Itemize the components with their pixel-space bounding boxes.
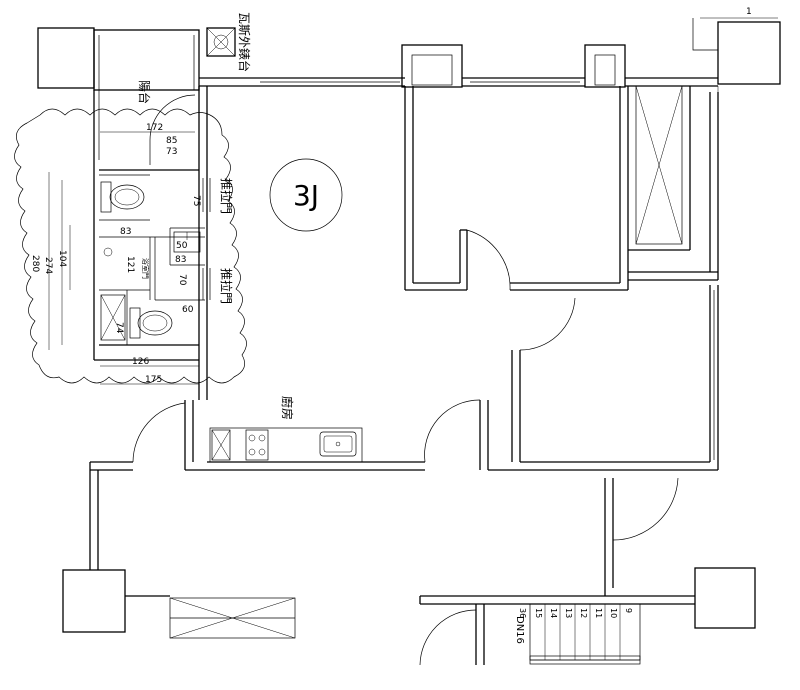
bath-door-label: 浴室門	[141, 258, 150, 279]
kitchen-counter	[209, 427, 363, 463]
stair-number: 12	[579, 608, 588, 618]
dimension-label: 60	[182, 305, 194, 315]
dimension-label: 121	[125, 256, 135, 273]
kitchen-label: 廚房	[280, 396, 295, 420]
wardrobe	[635, 85, 683, 245]
dimension-label: 172	[146, 123, 163, 133]
dimension-label: 274	[43, 257, 53, 274]
stair-number: 13	[564, 608, 573, 618]
stairs: DN16 36 15 14 13 12 11 10 9	[514, 603, 641, 665]
dimension-label: 83	[175, 255, 186, 265]
dimension-label: 75	[191, 195, 201, 206]
stair-number: 9	[624, 608, 633, 613]
dimension-label: 83	[120, 227, 131, 237]
column	[62, 569, 126, 633]
stair-number: 10	[609, 608, 618, 618]
stove-icon	[245, 429, 269, 461]
gas-meter-label: 瓦斯外錶台	[237, 12, 252, 72]
dimension-label: 74	[114, 322, 124, 334]
sliding-door-label: 推拉門	[219, 268, 234, 304]
toilet-icon	[100, 181, 145, 213]
dimension-label: 70	[177, 274, 187, 286]
dimension-label: 85	[166, 136, 177, 146]
stair-direction-label: DN16	[514, 616, 525, 644]
revision-cloud	[14, 108, 247, 384]
balcony-label: 陽台	[137, 80, 152, 104]
toilet-icon	[129, 307, 173, 339]
dimension-label: 175	[145, 375, 162, 385]
column	[717, 21, 781, 85]
dimension-label: 126	[132, 357, 149, 367]
column	[37, 27, 95, 89]
dimension-label: 280	[30, 255, 40, 272]
stair-number: 15	[534, 608, 543, 618]
sliding-door-label: 推拉門	[219, 178, 234, 214]
dimension-label: 50	[176, 241, 188, 251]
dimension-label: 104	[57, 250, 67, 267]
unit-label: 3J	[293, 179, 319, 212]
unit-marker: 3J	[269, 158, 343, 232]
gas-meter-box	[206, 27, 236, 57]
dimension-label: 73	[166, 147, 177, 157]
shower-icon	[100, 294, 126, 341]
corner-mark: 1	[746, 7, 752, 17]
kitchen-sink-icon	[319, 431, 357, 457]
stair-number: 36	[518, 608, 527, 618]
faucet-icon	[103, 247, 113, 257]
column	[694, 567, 756, 629]
balcony-outline	[93, 29, 200, 91]
stair-number: 11	[594, 608, 603, 618]
sink-icon	[173, 231, 201, 253]
stair-number: 14	[549, 608, 558, 618]
